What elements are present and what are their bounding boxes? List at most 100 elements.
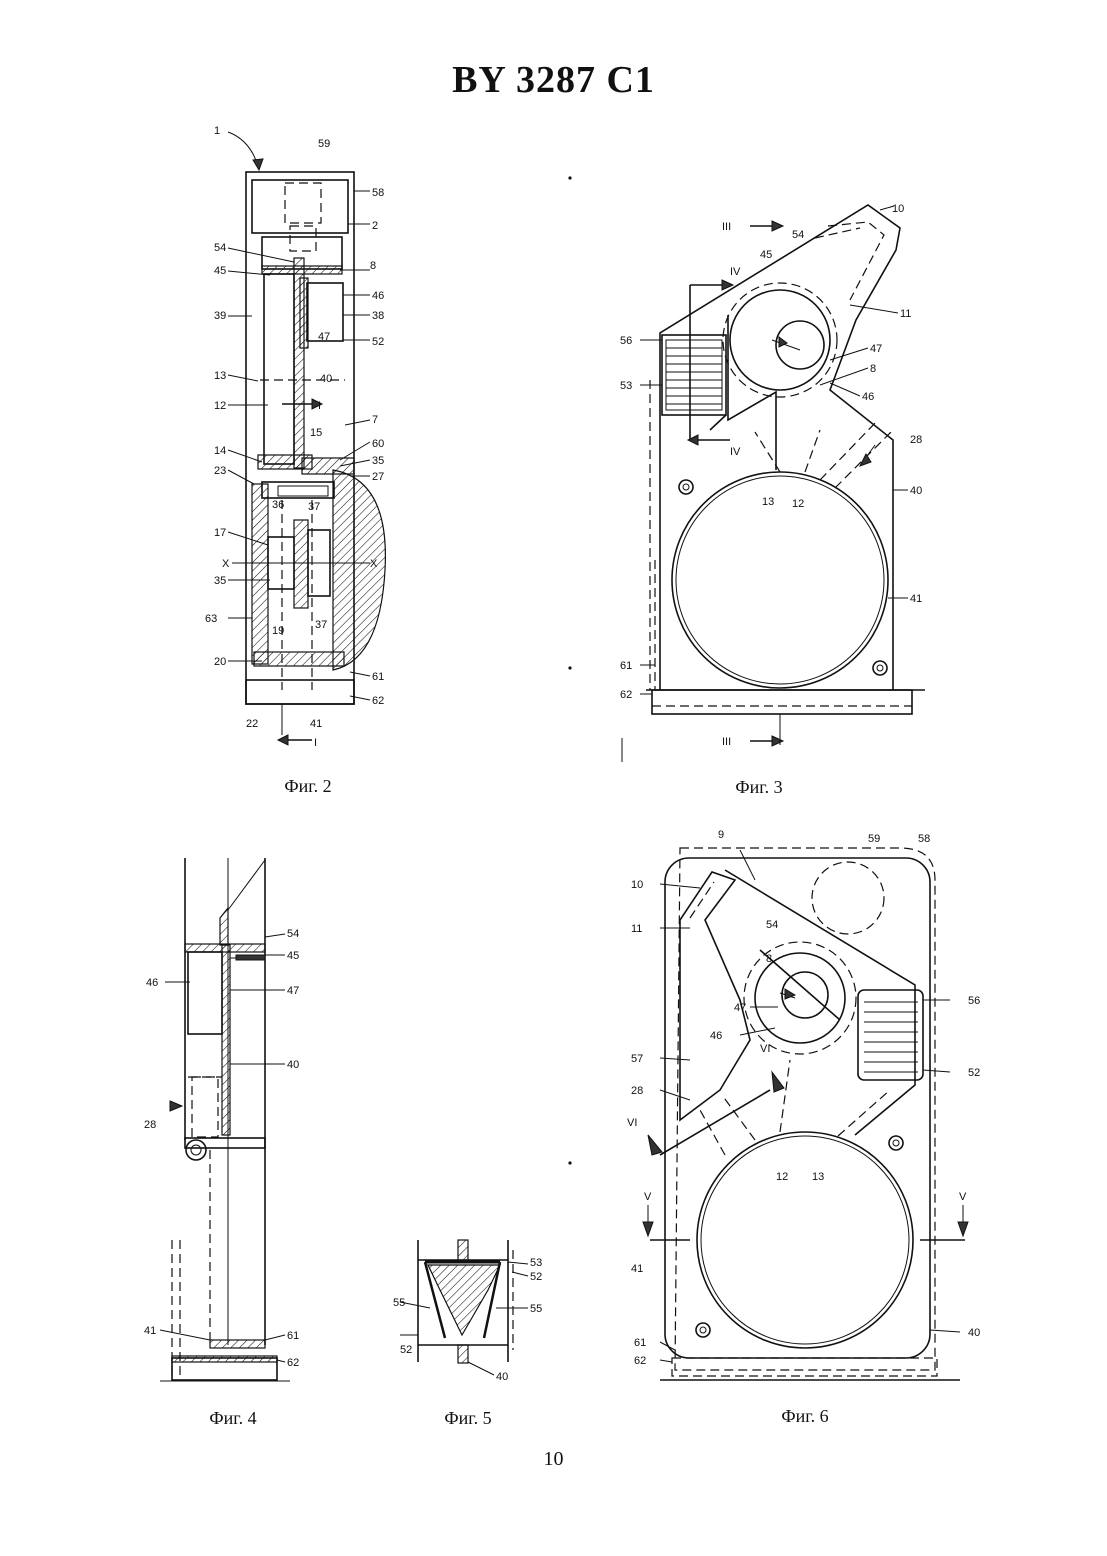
fig4-label: 40: [287, 1059, 299, 1071]
fig2-label: 12: [214, 400, 226, 412]
fig2-label: 58: [372, 187, 384, 199]
figure-6-caption: Фиг. 6: [745, 1406, 865, 1427]
fig3-label: 53: [620, 380, 632, 392]
fig3-label: 46: [862, 391, 874, 403]
figure-5-drawing: [400, 1240, 528, 1375]
fig6-label: 41: [631, 1263, 643, 1275]
fig3-label: 11: [900, 308, 911, 320]
figure-4-drawing: [160, 858, 290, 1381]
fig3-label: IV: [730, 266, 741, 278]
fig2-label: 46: [372, 290, 384, 302]
figure-3-drawing: [640, 205, 925, 746]
fig2-label: 59: [318, 138, 330, 150]
fig6-label: 52: [968, 1067, 980, 1079]
fig2-label: 38: [372, 310, 384, 322]
fig6-label: 61: [634, 1337, 646, 1349]
fig2-label: 40: [320, 373, 332, 385]
fig2-label: 23: [214, 465, 226, 477]
fig2-label: 1: [214, 125, 220, 137]
fig2-label: 7: [372, 414, 378, 426]
fig2-label: 54: [214, 242, 226, 254]
fig6-label: VI: [760, 1043, 770, 1055]
fig6-label: 46: [710, 1030, 722, 1042]
fig6-label: 13: [812, 1171, 824, 1183]
fig3-label: III: [722, 736, 731, 748]
fig4-label: 62: [287, 1357, 299, 1369]
fig5-label: 52: [400, 1344, 412, 1356]
fig4-label: 28: [144, 1119, 156, 1131]
fig5-label: 52: [530, 1271, 542, 1283]
fig2-label: 62: [372, 695, 384, 707]
fig5-label: 55: [530, 1303, 542, 1315]
fig6-label: 58: [918, 833, 930, 845]
fig2-label: 52: [372, 336, 384, 348]
fig2-label: 14: [214, 445, 226, 457]
fig3-label: 47: [870, 343, 882, 355]
fig2-label: 35: [214, 575, 226, 587]
fig2-label: 61: [372, 671, 384, 683]
fig2-label: 41: [310, 718, 322, 730]
fig3-label: IV: [730, 446, 741, 458]
fig2-label: X: [222, 558, 230, 570]
fig3-label: 40: [910, 485, 922, 497]
fig6-label: V: [959, 1191, 967, 1203]
fig6-label: 56: [968, 995, 980, 1007]
fig4-label: 61: [287, 1330, 299, 1342]
fig3-label: 12: [792, 498, 804, 510]
fig6-label: 40: [968, 1327, 980, 1339]
fig2-label: 17: [214, 527, 226, 539]
fig2-label: 47: [318, 331, 330, 343]
fig2-label: 13: [214, 370, 226, 382]
fig6-label: 10: [631, 879, 643, 891]
fig2-label: X: [370, 558, 378, 570]
fig3-label: 8: [870, 363, 876, 375]
fig2-label: 35: [372, 455, 384, 467]
figure-4-caption: Фиг. 4: [173, 1408, 293, 1429]
fig3-label: 41: [910, 593, 922, 605]
fig3-label: 28: [910, 434, 922, 446]
fig6-coil: [864, 1002, 918, 1072]
fig6-label: V: [644, 1191, 652, 1203]
fig2-label: 37: [308, 501, 320, 513]
fig5-label: 55: [393, 1297, 405, 1309]
fig6-label: VI: [627, 1117, 637, 1129]
fig2-label: 39: [214, 310, 226, 322]
fig6-label: 28: [631, 1085, 643, 1097]
fig5-label: 53: [530, 1257, 542, 1269]
fig2-label: I: [318, 400, 321, 412]
figure-2-caption: Фиг. 2: [248, 776, 368, 797]
fig4-label: 46: [146, 977, 158, 989]
fig2-label: 20: [214, 656, 226, 668]
fig3-label: 56: [620, 335, 632, 347]
figure-3-caption: Фиг. 3: [699, 777, 819, 798]
fig2-label: 22: [246, 718, 258, 730]
fig4-label: 45: [287, 950, 299, 962]
fig3-label: 61: [620, 660, 632, 672]
fig3-label: 54: [792, 229, 804, 241]
fig6-label: 54: [766, 919, 778, 931]
fig2-label: 37: [315, 619, 327, 631]
fig6-label: 47: [734, 1002, 746, 1014]
fig3-label: 10: [892, 203, 904, 215]
fig4-label: 41: [144, 1325, 156, 1337]
fig6-label: 11: [631, 923, 642, 935]
fig6-label: 8: [766, 953, 772, 965]
fig3-label: 45: [760, 249, 772, 261]
figure-2-drawing: [228, 132, 385, 745]
fig2-label: 60: [372, 438, 384, 450]
fig2-label: 63: [205, 613, 217, 625]
fig4-label: 54: [287, 928, 299, 940]
fig6-label: 59: [868, 833, 880, 845]
fig2-label: 19: [272, 625, 284, 637]
fig2-label: 15: [310, 427, 322, 439]
fig2-label: 45: [214, 265, 226, 277]
fig2-label: 36: [272, 499, 284, 511]
page-number: 10: [0, 1448, 1107, 1471]
fig3-label: III: [722, 221, 731, 233]
fig3-label: 13: [762, 496, 774, 508]
fig6-label: 57: [631, 1053, 643, 1065]
fig6-label: 12: [776, 1171, 788, 1183]
figure-5-caption: Фиг. 5: [408, 1408, 528, 1429]
fig6-label: 62: [634, 1355, 646, 1367]
